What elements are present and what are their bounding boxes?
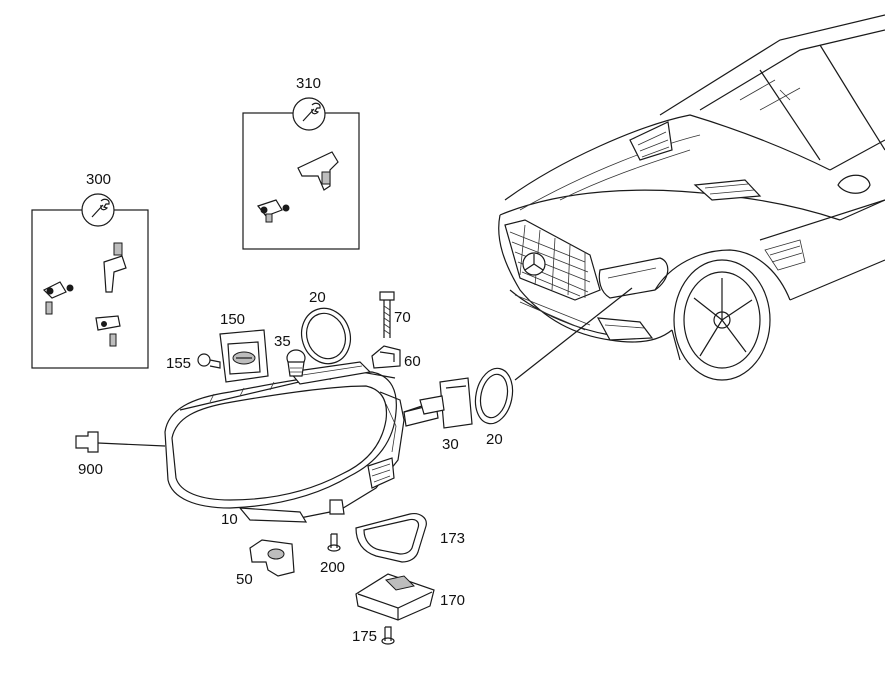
xenon-bulb-30 (403, 377, 473, 429)
screw-175 (381, 626, 395, 645)
bulb-35 (286, 349, 306, 377)
callout-20-top: 20 (309, 289, 326, 306)
connector-900 (75, 431, 166, 453)
callout-310: 310 (296, 75, 321, 92)
callout-300: 300 (86, 171, 111, 188)
callout-70: 70 (394, 309, 411, 326)
wrench-icon (302, 102, 321, 122)
gasket-173 (355, 513, 427, 563)
callout-170: 170 (440, 592, 465, 609)
callout-175: 175 (352, 628, 377, 645)
callout-60: 60 (404, 353, 421, 370)
bolt-70 (379, 291, 395, 338)
callout-50: 50 (236, 571, 253, 588)
service-kit-310-box (242, 97, 360, 250)
control-unit-150 (219, 329, 269, 383)
screw-200 (327, 533, 341, 552)
ballast-170 (355, 573, 435, 621)
callout-20-right: 20 (486, 431, 503, 448)
callout-35: 35 (274, 333, 291, 350)
callout-155: 155 (166, 355, 191, 372)
callout-30: 30 (442, 436, 459, 453)
vehicle-illustration (498, 14, 885, 381)
callout-200: 200 (320, 559, 345, 576)
seal-ring-20-top (300, 307, 352, 365)
leader-line (514, 287, 633, 381)
screw-155 (197, 353, 221, 369)
callout-10: 10 (221, 511, 238, 528)
callout-900: 900 (78, 461, 103, 478)
callout-150: 150 (220, 311, 245, 328)
service-kit-300-box (31, 193, 149, 369)
callout-173: 173 (440, 530, 465, 547)
headlamp-housing (164, 361, 439, 523)
bracket-50 (249, 539, 295, 577)
seal-ring-20-right (474, 367, 514, 425)
clip-60 (371, 345, 401, 369)
wrench-icon (91, 198, 110, 218)
